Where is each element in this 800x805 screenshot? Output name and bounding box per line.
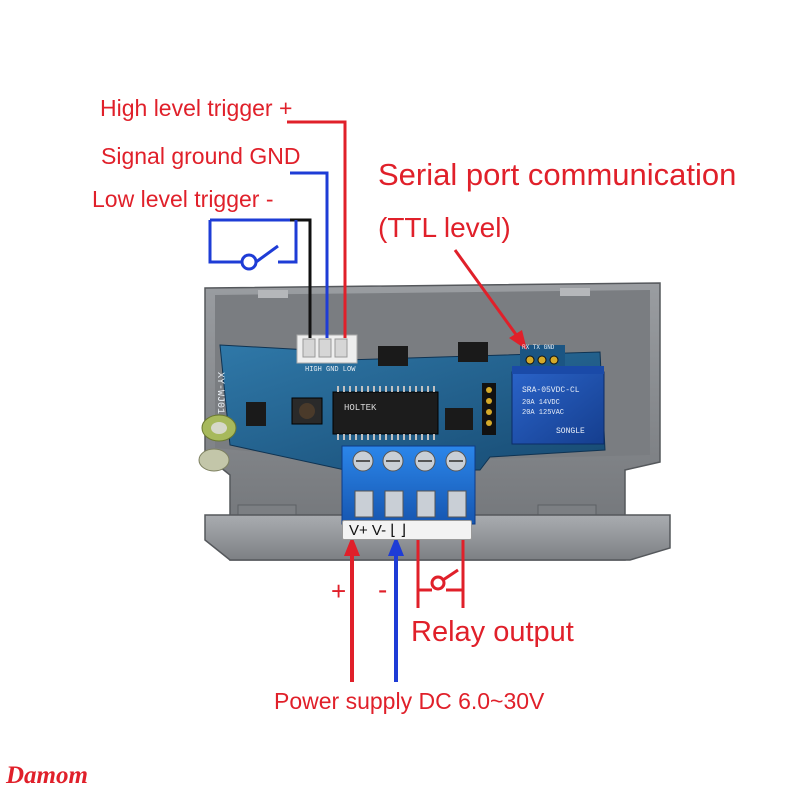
serial-port-label: Serial port communication: [378, 157, 737, 192]
power-arrows: [344, 536, 404, 682]
screw-terminal-block: [341, 445, 476, 525]
relay-model-text: SRA-05VDC-CL: [522, 386, 580, 395]
relay-output-label: Relay output: [411, 616, 574, 648]
relay-rating-1: 20A 14VDC: [522, 399, 560, 407]
relay-brand-text: SONGLE: [556, 427, 585, 436]
trigger-wiring: [208, 120, 347, 338]
terminal-marking-strip: V+ V- ⌊ ⌋: [342, 520, 472, 540]
signal-ground-label: Signal ground GND: [101, 143, 301, 169]
power-supply-label: Power supply DC 6.0~30V: [274, 688, 545, 714]
serial-arrow: [453, 249, 527, 350]
pcb: [198, 334, 606, 472]
relay-output-wiring: [416, 538, 465, 608]
board-model-text: XY-WJ01: [214, 372, 225, 415]
low-level-trigger-label: Low level trigger -: [92, 186, 274, 212]
high-level-trigger-label: High level trigger +: [100, 95, 293, 121]
serial-pins-text: RX TX GND: [522, 344, 555, 351]
watermark: Damom: [6, 762, 88, 789]
plus-sign-label: +: [331, 576, 347, 606]
chip-brand-text: HOLTEK: [344, 403, 377, 413]
ttl-level-label: (TTL level): [378, 212, 511, 243]
header-pins-text: HIGH GND LOW: [305, 366, 356, 374]
minus-sign-label: -: [378, 574, 388, 605]
relay-rating-2: 20A 125VAC: [522, 409, 565, 417]
